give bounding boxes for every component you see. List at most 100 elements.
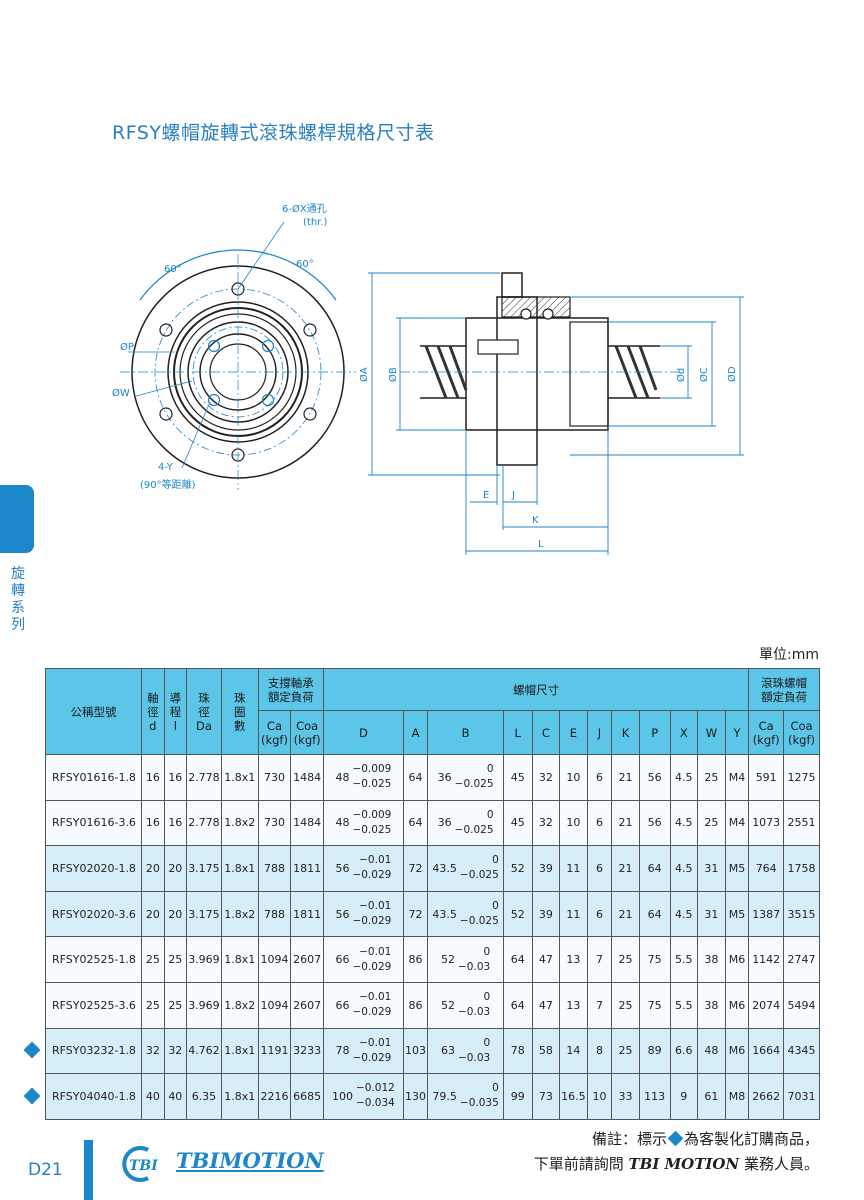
- header-dim-J: J: [586, 710, 613, 755]
- cell-dim-E: 13: [559, 936, 588, 983]
- cell-bearing-ca: 1191: [257, 1027, 292, 1075]
- cell-dim-D: 66−0.01−0.029: [323, 981, 404, 1029]
- cell-dim-J: 6: [586, 890, 613, 938]
- header-nut-group: 螺帽尺寸: [323, 668, 750, 711]
- cell-lead: 25: [163, 981, 188, 1029]
- cell-model: RFSY02020-1.8: [44, 845, 143, 892]
- y-holes-label: 4-Y: [158, 462, 174, 473]
- cell-screw-coa: 7031: [783, 1073, 820, 1120]
- cell-ball: 3.969: [186, 981, 222, 1029]
- cell-bearing-ca: 730: [257, 754, 292, 801]
- dimension-lines: [368, 272, 744, 555]
- cell-dim-C: 39: [531, 890, 561, 938]
- cell-dim-E: 16.5: [559, 1073, 588, 1120]
- header-dim-A: A: [402, 710, 429, 755]
- cell-dim-D: 78−0.01−0.029: [323, 1027, 404, 1075]
- cell-turns: 1.8x1: [220, 936, 259, 983]
- cell-lead: 25: [163, 936, 188, 983]
- cell-dim-Y: M5: [724, 890, 750, 938]
- cell-shaft: 25: [141, 981, 165, 1029]
- unit-label: 單位:mm: [759, 647, 819, 663]
- cell-bearing-ca: 788: [257, 890, 292, 938]
- cell-bearing-coa: 6685: [290, 1073, 325, 1120]
- cell-dim-C: 32: [531, 799, 561, 847]
- cell-bearing-coa: 3233: [290, 1027, 325, 1075]
- cell-turns: 1.8x1: [220, 1073, 259, 1120]
- cell-bearing-coa: 2607: [290, 936, 325, 983]
- custom-order-diamond-icon: [667, 1130, 684, 1147]
- cell-dim-A: 130: [402, 1073, 429, 1120]
- cell-model: RFSY01616-3.6: [44, 799, 143, 847]
- phi-b-label: ØB: [387, 367, 399, 382]
- angle-right-label: 60°: [296, 259, 314, 270]
- header-turns: 珠圈數: [220, 668, 259, 755]
- cell-model: RFSY01616-1.8: [44, 754, 143, 801]
- cell-dim-P: 75: [638, 936, 671, 983]
- cell-dim-J: 7: [586, 981, 613, 1029]
- cell-ball: 2.778: [186, 799, 222, 847]
- header-bearing-group: 支撐軸承額定負荷: [257, 668, 325, 711]
- cell-dim-Y: M6: [724, 1027, 750, 1075]
- cell-screw-ca: 2662: [748, 1073, 785, 1120]
- angle-left-label: 60°: [164, 264, 182, 275]
- phi-a-label: ØA: [358, 367, 370, 382]
- footnote-line-2: 下單前請詢問 TBI MOTION 業務人員。: [533, 1155, 819, 1173]
- cell-dim-P: 64: [638, 845, 671, 892]
- cell-dim-D: 56−0.01−0.029: [323, 845, 404, 892]
- cell-dim-K: 21: [611, 799, 640, 847]
- cell-dim-C: 39: [531, 845, 561, 892]
- dim-e-label: E: [483, 490, 489, 501]
- cell-shaft: 32: [141, 1027, 165, 1075]
- cell-bearing-ca: 1094: [257, 981, 292, 1029]
- cell-bearing-ca: 2216: [257, 1073, 292, 1120]
- cell-dim-P: 64: [638, 890, 671, 938]
- section-label: 旋轉系列: [11, 566, 25, 633]
- cell-shaft: 40: [141, 1073, 165, 1120]
- cell-bearing-ca: 788: [257, 845, 292, 892]
- header-dim-B: B: [427, 710, 504, 755]
- cell-shaft: 25: [141, 936, 165, 983]
- cell-dim-L: 52: [502, 890, 533, 938]
- cell-dim-D: 48−0.009−0.025: [323, 799, 404, 847]
- header-screw-ca: Ca(kgf): [748, 710, 785, 755]
- cell-dim-D: 48−0.009−0.025: [323, 754, 404, 801]
- cell-dim-L: 45: [502, 754, 533, 801]
- cell-model: RFSY02525-3.6: [44, 981, 143, 1029]
- cell-bearing-coa: 2607: [290, 981, 325, 1029]
- cell-ball: 3.175: [186, 890, 222, 938]
- cell-ball: 3.969: [186, 936, 222, 983]
- cell-dim-L: 64: [502, 981, 533, 1029]
- cell-ball: 2.778: [186, 754, 222, 801]
- cell-dim-D: 100−0.012−0.034: [323, 1073, 404, 1120]
- cell-turns: 1.8x2: [220, 981, 259, 1029]
- cell-dim-X: 4.5: [669, 845, 699, 892]
- cell-dim-E: 11: [559, 890, 588, 938]
- cell-dim-D: 56−0.01−0.029: [323, 890, 404, 938]
- header-dim-L: L: [502, 710, 533, 755]
- cell-dim-J: 6: [586, 845, 613, 892]
- cell-dim-W: 38: [697, 981, 726, 1029]
- cell-lead: 20: [163, 845, 188, 892]
- cell-dim-X: 4.5: [669, 754, 699, 801]
- cell-model: RFSY04040-1.8: [23, 1073, 143, 1120]
- cell-ball: 4.762: [186, 1027, 222, 1075]
- cell-dim-W: 25: [697, 799, 726, 847]
- cell-dim-E: 13: [559, 981, 588, 1029]
- cell-bearing-coa: 1484: [290, 754, 325, 801]
- cell-dim-Y: M8: [724, 1073, 750, 1120]
- header-model: 公稱型號: [44, 668, 143, 755]
- cell-model: RFSY03232-1.8: [23, 1027, 143, 1075]
- cell-dim-K: 21: [611, 754, 640, 801]
- cell-dim-X: 6.6: [669, 1027, 699, 1075]
- cell-dim-K: 21: [611, 890, 640, 938]
- cell-screw-coa: 1275: [783, 754, 820, 801]
- cell-dim-A: 86: [402, 981, 429, 1029]
- cell-lead: 32: [163, 1027, 188, 1075]
